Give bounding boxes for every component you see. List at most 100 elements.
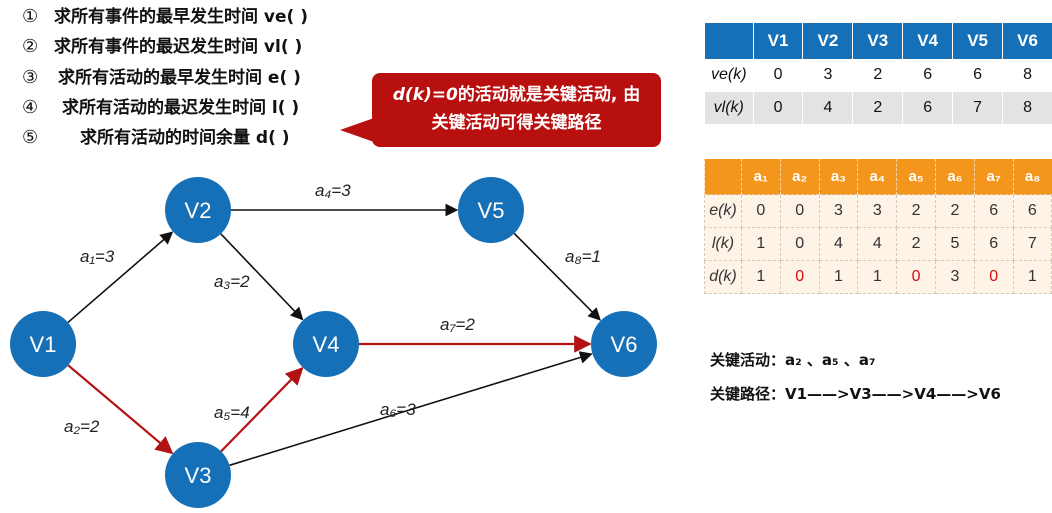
callout-pointer	[340, 118, 374, 142]
header-cell: V3	[852, 23, 903, 59]
table-row: d(k) 1 0 1 1 0 3 0 1	[704, 260, 1052, 294]
node-label: V1	[30, 332, 57, 357]
table-cell: 1	[1012, 260, 1052, 294]
table-cell: 6	[902, 59, 953, 92]
critical-activity-callout: d(k)=0的活动就是关键活动, 由 关键活动可得关键路径	[372, 73, 661, 147]
step-text: 求所有活动的时间余量 d( )	[80, 128, 290, 148]
row-label: ve(k)	[704, 59, 754, 92]
node-v1	[10, 311, 76, 377]
vertex-table-header: V1 V2 V3 V4 V5 V6	[704, 23, 1052, 59]
node-label: V3	[185, 463, 212, 488]
node-label: V5	[478, 198, 505, 223]
table-cell: 2	[935, 194, 975, 228]
edge-label: a₂=2	[64, 417, 100, 436]
edge-label: a₁=3	[80, 247, 115, 266]
header-cell: a₃	[818, 159, 858, 195]
table-cell: 6	[973, 194, 1014, 228]
table-cell: 3	[935, 260, 975, 294]
table-row: e(k) 0 0 3 3 2 2 6 6	[704, 194, 1052, 228]
step-text: 求所有活动的最早发生时间 e( )	[58, 68, 301, 88]
table-cell: 1	[818, 260, 859, 294]
callout-line-2: 关键活动可得关键路径	[431, 113, 602, 133]
step-text: 求所有事件的最迟发生时间 vl( )	[54, 37, 303, 57]
step-text: 求所有活动的最迟发生时间 l( )	[62, 98, 300, 118]
header-cell: a₅	[896, 159, 936, 195]
row-label: l(k)	[704, 227, 742, 261]
table-cell: 8	[1002, 59, 1052, 92]
table-cell: 4	[802, 91, 853, 125]
table-cell: 6	[973, 227, 1014, 261]
table-cell: 3	[857, 194, 898, 228]
table-cell: 0	[740, 194, 781, 228]
step-number: ②	[22, 36, 39, 57]
header-cell: a₂	[779, 159, 820, 195]
critical-activities-result: 关键活动：a₂ 、a₅ 、a₇	[710, 351, 876, 369]
edge-label: a₇=2	[440, 315, 475, 334]
table-cell: 6	[952, 59, 1003, 92]
step-item: ② 求所有事件的最迟发生时间 vl( )	[22, 32, 302, 57]
table-cell: 1	[857, 260, 898, 294]
table-row: l(k) 1 0 4 4 2 5 6 7	[704, 227, 1052, 261]
table-cell: 5	[935, 227, 975, 261]
step-text: 求所有事件的最早发生时间 ve( )	[54, 7, 308, 27]
edge-v2-v4	[220, 233, 304, 321]
critical-path-result: 关键路径：V1——>V3——>V4——>V6	[710, 385, 1001, 403]
header-cell: V5	[952, 23, 1003, 59]
node-label: V4	[313, 332, 340, 357]
edge-v3-v6	[229, 351, 593, 467]
step-number: ⑤	[22, 127, 39, 148]
table-cell: 1	[740, 260, 781, 294]
node-v6	[591, 311, 657, 377]
table-cell: 4	[818, 227, 859, 261]
node-label: V2	[185, 198, 212, 223]
table-row: ve(k) 0 3 2 6 6 8	[704, 59, 1052, 92]
table-cell-critical: 0	[779, 260, 820, 294]
edge-label: a₃=2	[214, 272, 250, 291]
row-label: vl(k)	[704, 91, 754, 125]
edge-label: a₄=3	[315, 181, 351, 200]
step-item: ① 求所有事件的最早发生时间 ve( )	[22, 2, 308, 27]
table-cell: 8	[1002, 91, 1052, 125]
header-cell: a₄	[857, 159, 897, 195]
table-cell: 7	[1012, 227, 1052, 261]
row-label: e(k)	[704, 194, 742, 228]
table-cell: 0	[779, 227, 820, 261]
activity-table-header: a₁ a₂ a₃ a₄ a₅ a₆ a₇ a₈	[704, 159, 1052, 195]
edges-layer: a₁=3 a₂=2 a₃=2 a₄=3 a₅=4 a₆=3 a₇=2 a₈=1	[64, 181, 601, 467]
header-cell: V4	[902, 23, 953, 59]
table-cell: 0	[752, 59, 803, 92]
callout-line-1: d(k)=0的活动就是关键活动, 由	[372, 81, 661, 109]
edge-label: a₆=3	[380, 400, 416, 419]
edge-v1-v3	[67, 364, 174, 455]
table-cell: 3	[802, 59, 853, 92]
edge-v1-v2	[67, 231, 174, 324]
step-item: ④ 求所有活动的最迟发生时间 l( )	[22, 93, 299, 118]
header-cell: a₆	[935, 159, 975, 195]
node-v2	[165, 177, 231, 243]
edge-label: a₅=4	[214, 403, 250, 422]
step-number: ①	[22, 6, 39, 27]
row-label: d(k)	[704, 260, 742, 294]
callout-line-1-text: 的活动就是关键活动, 由	[457, 85, 641, 105]
table-cell: 2	[852, 59, 903, 92]
node-v5	[458, 177, 524, 243]
table-corner	[704, 23, 754, 59]
table-cell: 7	[952, 91, 1003, 125]
step-item: ⑤ 求所有活动的时间余量 d( )	[22, 123, 290, 148]
table-cell: 2	[896, 194, 936, 228]
edge-label: a₈=1	[565, 247, 601, 266]
table-cell: 6	[902, 91, 953, 125]
table-cell: 2	[852, 91, 903, 125]
header-cell: a₁	[740, 159, 781, 195]
step-number: ④	[22, 97, 39, 118]
table-cell-critical: 0	[896, 260, 936, 294]
node-v3	[165, 442, 231, 508]
node-v4	[293, 311, 359, 377]
header-cell: V1	[752, 23, 803, 59]
edge-v5-v6	[513, 232, 601, 321]
header-cell: V6	[1002, 23, 1052, 59]
table-corner	[704, 159, 742, 195]
activity-time-table: a₁ a₂ a₃ a₄ a₅ a₆ a₇ a₈ e(k) 0 0 3 3 2 2…	[704, 159, 1052, 294]
